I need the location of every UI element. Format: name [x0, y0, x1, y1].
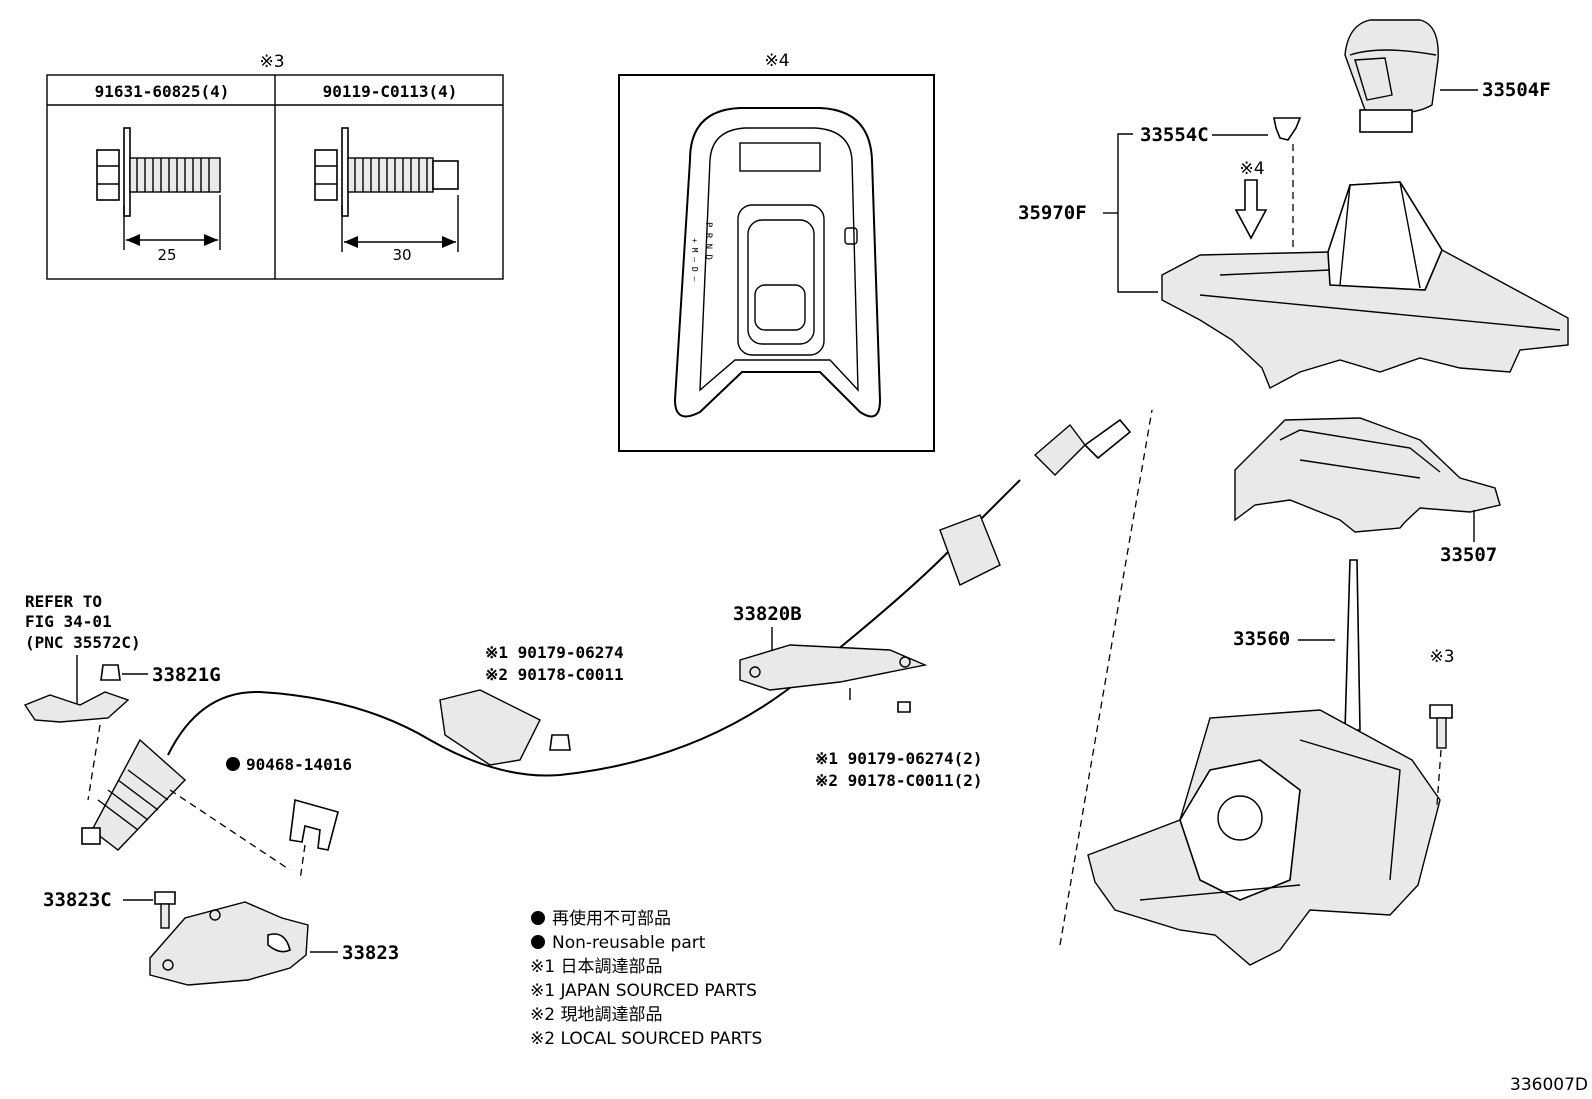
- refer-note: REFER TO FIG 34-01 (PNC 35572C): [23, 592, 141, 801]
- shift-control-cable: [81, 418, 1132, 871]
- legend-item-5: ※2 LOCAL SOURCED PARTS: [530, 1029, 762, 1049]
- legend-item-2: ※1 日本調達部品: [530, 957, 662, 977]
- part-label-33820B: 33820B: [733, 603, 802, 625]
- legend-item-0: 再使用不可部品: [552, 908, 671, 929]
- part-label-90468-14016: 90468-14016: [246, 755, 352, 774]
- part-label-35970F: 35970F: [1018, 202, 1087, 224]
- non-reusable-dot-legend-en: [531, 935, 545, 949]
- part-33560-shift-lever-assy: 33560: [1059, 409, 1441, 966]
- part-label-33821G: 33821G: [152, 664, 221, 686]
- nut-label-japan-2: ※1 90179-06274(2): [815, 749, 983, 768]
- part-33820B-bracket: 33820B: [733, 603, 928, 713]
- inset-note-marker: ※4: [764, 51, 789, 71]
- bolt-drawing-2: 30: [314, 127, 459, 264]
- legend-item-1: Non-reusable part: [552, 933, 706, 953]
- bolt-dimension-2: 30: [392, 246, 411, 264]
- shift-letters-md: + M – D –: [690, 238, 699, 282]
- bolt-part-number-1: 91631-60825(4): [95, 82, 230, 101]
- part-35970F-shift-panel: 35970F ※4: [1018, 133, 1569, 389]
- bolt-part-number-2: 90119-C0113(4): [323, 82, 458, 101]
- part-33823-bracket: 33823: [149, 901, 399, 986]
- refer-line-2: FIG 34-01: [25, 612, 112, 631]
- nut-label-local-1: ※2 90178-C0011: [485, 665, 624, 684]
- bolt-table-note-marker: ※3: [259, 52, 284, 72]
- nut-label-japan-1: ※1 90179-06274: [485, 643, 624, 662]
- refer-line-3: (PNC 35572C): [25, 633, 141, 652]
- nut-annotation-lower: ※1 90179-06274(2) ※2 90178-C0011(2): [815, 749, 983, 790]
- bolt-spec-table: ※3 91631-60825(4) 90119-C0113(4) 25: [46, 52, 504, 280]
- non-reusable-dot-1: [226, 757, 240, 771]
- part-label-33554C: 33554C: [1140, 124, 1209, 146]
- shift-indicator-inset: ※4 P R N D + M – D –: [618, 51, 935, 452]
- legend-item-3: ※1 JAPAN SOURCED PARTS: [530, 981, 757, 1001]
- bolt-marker-3: ※3: [1429, 647, 1455, 806]
- shift-letters-prnd: P R N D: [703, 222, 713, 260]
- nut-label-local-2: ※2 90178-C0011(2): [815, 771, 983, 790]
- part-90468-14016-clip: 90468-14016: [226, 755, 352, 881]
- part-label-33507: 33507: [1440, 544, 1497, 566]
- part-33554C-clip: 33554C: [1140, 117, 1302, 248]
- part-33823C-bolt: 33823C: [43, 889, 176, 929]
- part-label-33504F: 33504F: [1482, 79, 1551, 101]
- diagram-code: 336007D: [1510, 1075, 1588, 1095]
- non-reusable-dot-legend-jp: [531, 911, 545, 925]
- bolt-dimension-1: 25: [157, 246, 176, 264]
- part-33504F-shift-knob: 33504F: [1344, 19, 1551, 133]
- part-label-33823: 33823: [342, 942, 399, 964]
- part-33821G-nut: 33821G: [100, 664, 221, 686]
- legend-item-4: ※2 現地調達部品: [530, 1005, 662, 1025]
- bolt-drawing-1: 25: [96, 127, 221, 264]
- refer-line-1: REFER TO: [25, 592, 102, 611]
- part-label-33823C: 33823C: [43, 889, 112, 911]
- legend: 再使用不可部品 Non-reusable part ※1 日本調達部品 ※1 J…: [530, 908, 762, 1049]
- nut-annotation-upper: ※1 90179-06274 ※2 90178-C0011: [485, 643, 624, 751]
- part-label-33560: 33560: [1233, 628, 1290, 650]
- arrow-note-marker: ※4: [1239, 159, 1264, 179]
- part-33507-housing-cover: 33507: [1234, 417, 1501, 566]
- bolt-note-marker-3: ※3: [1429, 647, 1454, 667]
